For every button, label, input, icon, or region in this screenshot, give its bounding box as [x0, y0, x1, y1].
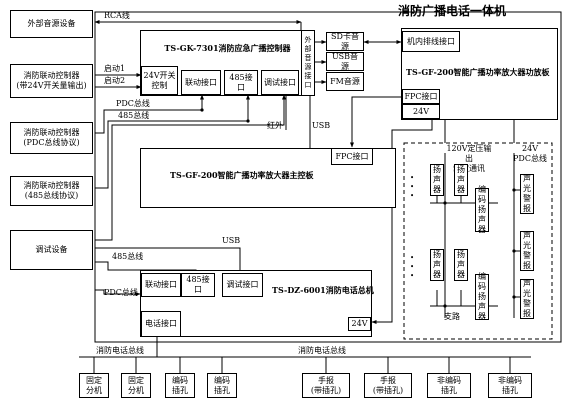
amp-24v-line: [371, 120, 433, 324]
usb-label-lower: USB: [222, 236, 241, 245]
coded-speaker-1: 编 码 扬 声 器: [475, 185, 489, 234]
phone-debug-port: 调试接口: [222, 273, 263, 297]
phone-host-title: TS-DZ-6001消防电话总机: [272, 285, 374, 295]
phone-bus-label-right: 消防电话总线: [298, 346, 346, 355]
phone-24v-port: 24V: [348, 317, 371, 331]
external-audio-port: 外部 音源 接口: [301, 30, 315, 96]
usb-label-upper: USB: [312, 121, 331, 130]
controller-title: TS-GK-7301消防应急广播控制器: [164, 43, 291, 53]
amp-bus-port: 机内排线接口: [402, 31, 460, 52]
amp-24v-port: 24V: [402, 104, 440, 119]
phone-bus-label-left: 消防电话总线: [96, 346, 144, 355]
sd-source: SD卡音源: [326, 32, 364, 51]
amp-main-title: TS-GF-200智能广播功率放大器主控板: [170, 170, 314, 180]
strobe-2: 声 光 警 报: [520, 231, 534, 271]
pdc-bus-upper: [95, 94, 204, 134]
speaker-1: 扬 声 器: [430, 164, 444, 196]
speaker-line-label: 120V定压输出 载波通讯: [446, 144, 492, 173]
rca-label: RCA线: [104, 11, 130, 20]
switch-control-port: 24V开关 控制: [141, 66, 178, 95]
fire-controller-pdc: 消防联动控制器 (PDC总线协议): [10, 122, 93, 154]
non-coded-jack-2: 非编码 插孔: [488, 373, 532, 398]
debug-device: 调试设备: [10, 230, 93, 270]
integrated-unit-frame: [94, 11, 562, 343]
fpc-ribbon: [350, 96, 403, 148]
dots-lower: • • •: [410, 254, 415, 280]
handset-jack-2: 手报 (带插孔): [364, 373, 412, 398]
unit-title: 消防广播电话一体机: [398, 4, 507, 18]
debug-line: [95, 94, 286, 241]
controller-debug-port: 调试接口: [261, 70, 299, 95]
strobe-1: 声 光 警 报: [520, 174, 534, 214]
controller-link-port: 联动接口: [181, 70, 221, 95]
main-fpc-port: FPC接口: [331, 148, 373, 165]
handset-jack-1: 手报 (带插孔): [302, 373, 350, 398]
alarm-bus-label: 24V PDC总线: [513, 144, 547, 163]
start1-label: 启动1: [104, 64, 126, 73]
speaker-3: 扬 声 器: [430, 249, 444, 281]
amp-fpc-port: FPC接口: [402, 89, 440, 104]
fixed-extension-1: 固定 分机: [79, 373, 109, 398]
phone-port: 电话接口: [141, 311, 181, 337]
pdc-bus-lower: [95, 289, 141, 296]
controller-485-port: 485接口: [224, 70, 258, 95]
coded-jack-1: 编码 插孔: [165, 373, 195, 398]
phone-link-port: 联动接口: [141, 273, 181, 297]
pdc-bus-label-upper: PDC总线: [116, 99, 150, 108]
pdc-bus-label-lower: PDC总线: [104, 288, 138, 297]
strobe-3: 声 光 警 报: [520, 279, 534, 319]
speaker-2: 扬 声 器: [454, 164, 468, 196]
field-devices-area: [403, 142, 553, 340]
non-coded-jack-1: 非编码 插孔: [427, 373, 471, 398]
usb-source: USB音源: [326, 52, 364, 71]
amp-board-title: TS-GF-200智能广播功率放大器功放板: [406, 67, 550, 77]
phone-485-port: 485接口: [181, 273, 215, 297]
external-audio-device: 外部音源设备: [10, 10, 93, 38]
speaker-4: 扬 声 器: [454, 249, 468, 281]
branch-label: 支路: [444, 312, 460, 321]
fire-controller-485: 消防联动控制器 (485总线协议): [10, 176, 93, 206]
start2-label: 启动2: [104, 76, 126, 85]
fm-source: FM音源: [326, 72, 364, 91]
fixed-extension-2: 固定 分机: [121, 373, 151, 398]
485-bus-label-upper: 485总线: [118, 111, 150, 120]
485-bus-label-lower: 485总线: [112, 252, 144, 261]
infrared-label: 红外: [267, 121, 283, 130]
485-bus-upper: [95, 94, 250, 189]
fire-controller-switch: 消防联动控制器 (带24V开关量输出): [10, 64, 93, 98]
coded-speaker-2: 编 码 扬 声 器: [475, 272, 489, 321]
coded-jack-2: 编码 插孔: [207, 373, 237, 398]
dots-upper: • • •: [410, 174, 415, 200]
